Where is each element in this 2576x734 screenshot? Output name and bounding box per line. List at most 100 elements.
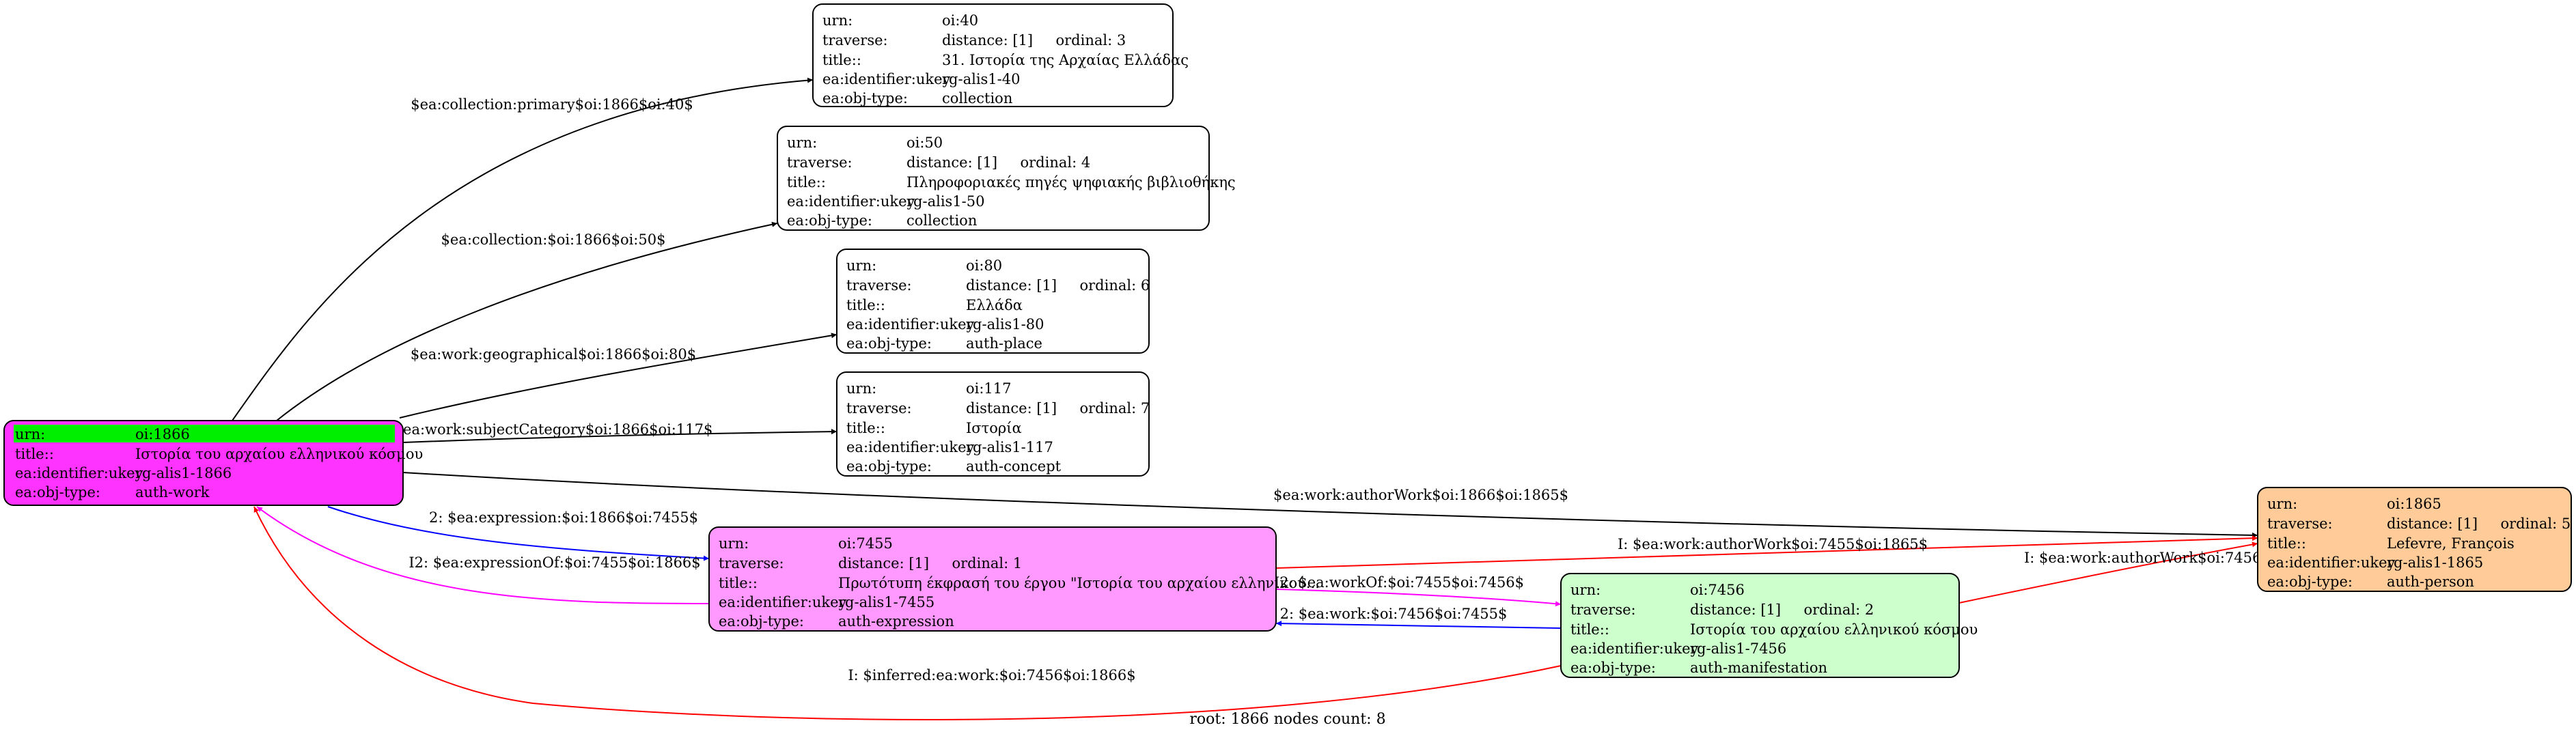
node-key: urn: xyxy=(719,535,749,552)
node-value: auth-expression xyxy=(838,613,954,630)
node-key: traverse: xyxy=(787,154,853,171)
node-key: ea:obj-type: xyxy=(846,458,932,475)
edge-geographical[interactable]: $ea:work:geographical$oi:1866$oi:80$ xyxy=(399,333,837,419)
node-value: auth-manifestation xyxy=(1690,660,1827,676)
node-value: distance: [1] ordinal: 1 xyxy=(838,555,1022,571)
node-value: auth-work xyxy=(135,484,210,500)
node-value: auth-concept xyxy=(966,458,1062,475)
node-key: urn: xyxy=(846,257,876,274)
node-key: urn: xyxy=(787,135,817,151)
edge-collection-primary[interactable]: $ea:collection:primary$oi:1866$oi:40$ xyxy=(232,77,814,421)
node-oi-1865[interactable]: urn: oi:1865 traverse: distance: [1] ord… xyxy=(2257,487,2572,592)
node-oi-40[interactable]: urn: oi:40 traverse: distance: [1] ordin… xyxy=(812,3,1189,107)
node-value: oi:7455 xyxy=(838,535,893,552)
node-value: distance: [1] ordinal: 7 xyxy=(966,400,1150,417)
node-key: traverse: xyxy=(719,555,784,571)
node-key: title:: xyxy=(2267,535,2306,552)
node-value: oi:117 xyxy=(966,380,1012,397)
node-value: oi:7456 xyxy=(1690,582,1745,598)
node-value: rg-alis1-1866 xyxy=(135,465,232,481)
node-value: distance: [1] ordinal: 3 xyxy=(942,32,1126,48)
edge-label: I: $inferred:ea:work:$oi:7456$oi:1866$ xyxy=(848,667,1135,683)
edge-label: I2: $ea:workOf:$oi:7455$oi:7456$ xyxy=(1274,574,1524,591)
node-oi-7456[interactable]: urn: oi:7456 traverse: distance: [1] ord… xyxy=(1560,573,1978,678)
node-value: oi:50 xyxy=(906,135,943,151)
node-key: ea:obj-type: xyxy=(15,484,100,500)
node-key: ea:identifier:ukey xyxy=(2267,554,2396,571)
edge-inferred-work[interactable]: I: $inferred:ea:work:$oi:7456$oi:1866$ xyxy=(253,506,1562,721)
node-key: ea:identifier:ukey xyxy=(1570,640,1699,657)
graph-footer: root: 1866 nodes count: 8 xyxy=(1189,711,1385,728)
edge-expression[interactable]: 2: $ea:expression:$oi:1866$oi:7455$ xyxy=(327,506,710,561)
node-key: title:: xyxy=(846,420,885,436)
node-key: traverse: xyxy=(2267,516,2333,532)
node-value: collection xyxy=(906,212,977,229)
node-oi-1866-root[interactable]: urn: oi:1866 title:: Ιστορία του αρχαίου… xyxy=(3,420,423,506)
node-value: distance: [1] ordinal: 6 xyxy=(966,277,1150,294)
edge-label: $ea:work:authorWork$oi:1866$oi:1865$ xyxy=(1273,487,1568,503)
node-value: Ελλάδα xyxy=(966,297,1023,313)
node-value: rg-alis1-117 xyxy=(966,439,1053,455)
node-value: auth-person xyxy=(2387,574,2474,590)
node-oi-80[interactable]: urn: oi:80 traverse: distance: [1] ordin… xyxy=(836,249,1150,354)
node-value: oi:40 xyxy=(942,12,978,29)
edge-label: $ea:collection:$oi:1866$oi:50$ xyxy=(441,231,666,248)
node-key: traverse: xyxy=(1570,602,1636,618)
edge-collection[interactable]: $ea:collection:$oi:1866$oi:50$ xyxy=(276,221,778,421)
node-value: oi:80 xyxy=(966,257,1002,274)
edge-work-of[interactable]: I2: $ea:workOf:$oi:7455$oi:7456$ xyxy=(1274,574,1562,607)
node-value: rg-alis1-40 xyxy=(942,71,1021,87)
node-key: urn: xyxy=(1570,582,1601,598)
edge-label: I: $ea:work:authorWork$oi:7455$oi:1865$ xyxy=(1618,536,1928,552)
node-value: 31. Ιστορία της Αρχαίας Ελλάδας xyxy=(942,52,1189,68)
node-value: distance: [1] ordinal: 5 xyxy=(2387,516,2571,532)
node-value: auth-place xyxy=(966,335,1042,352)
node-value: Πρωτότυπη έκφρασή του έργου "Ιστορία του… xyxy=(838,575,1320,591)
edge-label: $ea:collection:primary$oi:1866$oi:40$ xyxy=(411,96,693,113)
node-oi-7455[interactable]: urn: oi:7455 traverse: distance: [1] ord… xyxy=(708,526,1320,632)
edge-expression-of[interactable]: I2: $ea:expressionOf:$oi:7455$oi:1866$ xyxy=(256,506,710,604)
edge-author-work[interactable]: $ea:work:authorWork$oi:1866$oi:1865$ xyxy=(402,472,2258,538)
node-value: Ιστορία του αρχαίου ελληνικού κόσμου xyxy=(1690,621,1978,638)
node-value: oi:1866 xyxy=(135,426,190,442)
node-key: traverse: xyxy=(846,400,912,417)
edge-label: 2: $ea:work:$oi:7456$oi:7455$ xyxy=(1280,606,1508,622)
node-key: title:: xyxy=(787,174,826,190)
node-key: ea:obj-type: xyxy=(719,613,804,630)
node-oi-50[interactable]: urn: oi:50 traverse: distance: [1] ordin… xyxy=(777,126,1236,231)
node-key: ea:identifier:ukey xyxy=(719,594,847,610)
node-value: distance: [1] ordinal: 2 xyxy=(1690,602,1874,618)
edge-subject-category[interactable]: $ea:work:subjectCategory$oi:1866$oi:117$ xyxy=(394,421,837,443)
node-key: title:: xyxy=(846,297,885,313)
node-value: Lefevre, François xyxy=(2387,535,2515,552)
node-key: title:: xyxy=(1570,621,1609,638)
node-value: rg-alis1-1865 xyxy=(2387,554,2483,571)
edge-label: 2: $ea:expression:$oi:1866$oi:7455$ xyxy=(429,509,698,526)
node-value: oi:1865 xyxy=(2387,496,2441,512)
node-key: urn: xyxy=(822,12,853,29)
node-key: ea:identifier:ukey xyxy=(846,316,975,333)
node-key: ea:obj-type: xyxy=(822,90,908,107)
edge-work[interactable]: 2: $ea:work:$oi:7456$oi:7455$ xyxy=(1275,606,1562,629)
node-value: rg-alis1-80 xyxy=(966,316,1044,333)
node-value: collection xyxy=(942,90,1012,107)
node-key: traverse: xyxy=(846,277,912,294)
edge-author-work-7455[interactable]: I: $ea:work:authorWork$oi:7455$oi:1865$ xyxy=(1275,535,2258,569)
node-key: urn: xyxy=(846,380,876,397)
node-key: traverse: xyxy=(822,32,888,48)
edge-label: I2: $ea:expressionOf:$oi:7455$oi:1866$ xyxy=(408,554,700,571)
node-key: urn: xyxy=(15,426,45,442)
node-key: ea:identifier:ukey xyxy=(787,193,915,210)
node-key: urn: xyxy=(2267,496,2297,512)
node-key: ea:obj-type: xyxy=(787,212,872,229)
edges: $ea:collection:primary$oi:1866$oi:40$ $e… xyxy=(232,77,2334,721)
node-key: title:: xyxy=(15,446,54,462)
node-value: Ιστορία του αρχαίου ελληνικού κόσμου xyxy=(135,446,423,462)
node-value: Πληροφοριακές πηγές ψηφιακής βιβλιοθήκης xyxy=(906,174,1236,190)
node-key: ea:obj-type: xyxy=(846,335,932,352)
node-value: rg-alis1-7455 xyxy=(838,594,934,610)
node-key: ea:obj-type: xyxy=(1570,660,1656,676)
node-oi-117[interactable]: urn: oi:117 traverse: distance: [1] ordi… xyxy=(836,371,1150,477)
node-key: title:: xyxy=(719,575,758,591)
